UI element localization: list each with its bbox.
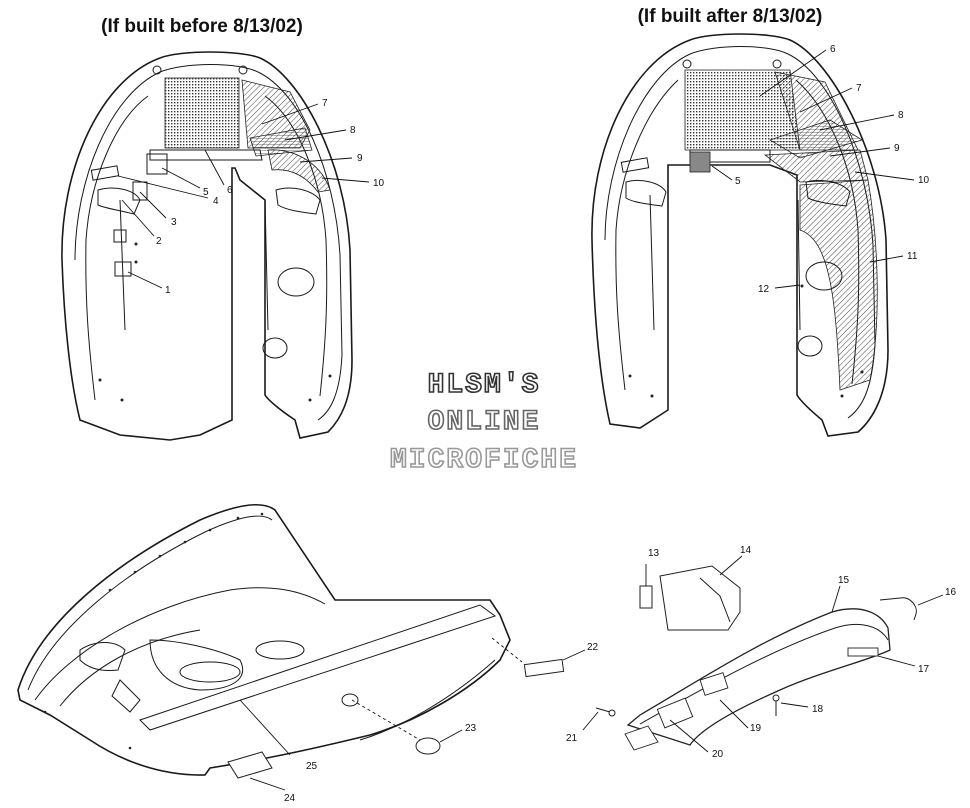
header-after: (If built after 8/13/02) [638, 6, 823, 27]
callout-25: 25 [306, 761, 318, 772]
callout-9-after: 9 [894, 143, 900, 154]
callout-7-after: 7 [856, 83, 862, 94]
hull-perspective [17, 504, 511, 776]
callout-14: 14 [740, 545, 752, 556]
callout-22: 22 [587, 642, 599, 653]
leaders-left [117, 103, 370, 289]
callout-12-after: 12 [758, 284, 770, 295]
hull-liner-after [591, 33, 889, 437]
callout-10: 10 [373, 178, 385, 189]
part-21 [595, 707, 616, 717]
part-9-after [763, 149, 869, 183]
part-14 [659, 565, 741, 631]
callout-4: 4 [213, 196, 219, 207]
callout-2: 2 [156, 236, 162, 247]
callout-6: 6 [227, 185, 233, 196]
part-16 [879, 597, 917, 621]
header-before: (If built before 8/13/02) [101, 16, 303, 37]
callout-15: 15 [838, 575, 850, 586]
hull-liner-before [61, 51, 353, 441]
callout-23: 23 [465, 723, 477, 734]
callout-17: 17 [918, 664, 930, 675]
callout-20: 20 [712, 749, 724, 760]
callout-11-after: 11 [907, 251, 918, 262]
callout-9: 9 [357, 153, 363, 164]
callout-3: 3 [171, 217, 177, 228]
part-18 [772, 694, 780, 716]
callouts-left: 1 2 3 4 5 6 7 8 9 10 [156, 98, 385, 296]
part-13 [639, 585, 653, 609]
callout-8: 8 [350, 125, 356, 136]
part-8-after [769, 119, 863, 159]
leaders-right [711, 49, 915, 289]
panel-6-before [164, 77, 240, 149]
watermark-line-3: MICROFICHE [390, 445, 578, 476]
callout-7: 7 [322, 98, 328, 109]
watermark-line-2: ONLINE [428, 407, 541, 438]
callout-16: 16 [945, 587, 957, 598]
part-11-after [799, 179, 878, 391]
watermark: HLSM'S ONLINE MICROFICHE [389, 369, 578, 477]
callouts-right: 5 6 7 8 9 10 11 12 [735, 44, 930, 295]
callout-6-after: 6 [830, 44, 836, 55]
callout-19: 19 [750, 723, 762, 734]
callout-5-after: 5 [735, 176, 741, 187]
callout-1: 1 [165, 285, 171, 296]
part-24 [227, 751, 273, 779]
callout-24: 24 [284, 793, 296, 804]
callout-8-after: 8 [898, 110, 904, 121]
callout-21: 21 [566, 733, 578, 744]
part-22 [523, 658, 565, 678]
callout-5: 5 [203, 187, 209, 198]
part-23 [415, 737, 441, 755]
callout-10-after: 10 [918, 175, 930, 186]
watermark-line-1: HLSM'S [428, 370, 541, 401]
part-9-before [267, 149, 331, 193]
callout-18: 18 [812, 704, 824, 715]
part-15 [626, 608, 891, 746]
callout-13: 13 [648, 548, 660, 559]
